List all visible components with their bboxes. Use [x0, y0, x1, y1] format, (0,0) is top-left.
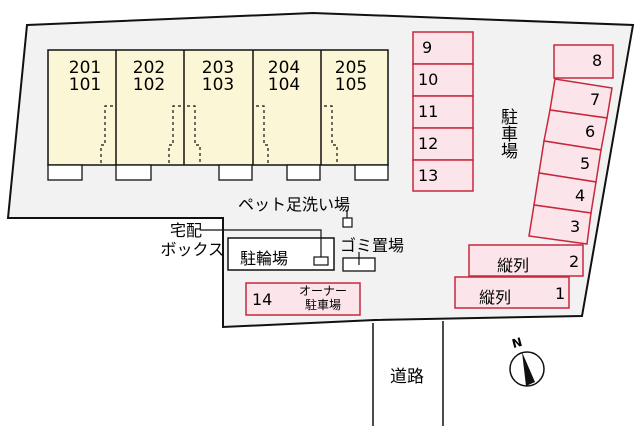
delivery-box-label: 宅配 ボックス [160, 221, 224, 259]
parking-slot-label: 12 [418, 134, 439, 153]
tandem-label: 縦列 [497, 256, 530, 275]
owner-slot-number: 14 [252, 290, 273, 309]
parking-area-label: 駐車場 [497, 108, 517, 159]
unit-lower: 105 [334, 75, 368, 95]
tandem-slots [454, 244, 584, 309]
north-arrow-icon [509, 351, 545, 387]
garbage-label: ゴミ置場 [340, 236, 405, 255]
pet-wash-marker [342, 217, 353, 228]
unit-lower: 101 [68, 75, 102, 95]
road [372, 321, 444, 426]
pet-wash-label: ペット足洗い場 [238, 195, 351, 214]
unit-upper: 205 [334, 58, 368, 78]
owner-slot-label: オーナー 駐車場 [298, 284, 347, 312]
unit-upper: 202 [132, 58, 166, 78]
unit-upper: 203 [201, 58, 235, 78]
parking-slot-label: 6 [585, 122, 596, 141]
unit-lower: 102 [132, 75, 166, 95]
delivery-box [313, 256, 329, 266]
parking-slot-label: 3 [570, 217, 581, 236]
parking-slot-label: 10 [418, 70, 439, 89]
parking-slot-label: 5 [580, 154, 591, 173]
parking-column-angled [528, 78, 613, 245]
parking-slot-label: 11 [418, 102, 439, 121]
unit-lower: 104 [267, 75, 301, 95]
parking-slot-label: 9 [422, 38, 433, 57]
road-label: 道路 [390, 367, 424, 387]
parking-slot-label: 4 [575, 186, 586, 205]
parking-slot-label: 13 [418, 166, 439, 185]
parking-slot-label: 8 [592, 51, 603, 70]
tandem-label: 縦列 [479, 288, 512, 307]
owner-parking-slot [245, 282, 361, 316]
apartment-building [47, 49, 389, 181]
parking-column-left [412, 31, 474, 192]
parking-slot-label: 7 [590, 90, 601, 109]
tandem-number: 2 [569, 252, 580, 271]
parking-slot-8 [553, 44, 614, 79]
bicycle-parking-label: 駐輪場 [240, 249, 289, 268]
unit-upper: 201 [68, 58, 102, 78]
unit-upper: 204 [267, 58, 301, 78]
unit-lower: 103 [201, 75, 235, 95]
tandem-number: 1 [555, 284, 566, 303]
